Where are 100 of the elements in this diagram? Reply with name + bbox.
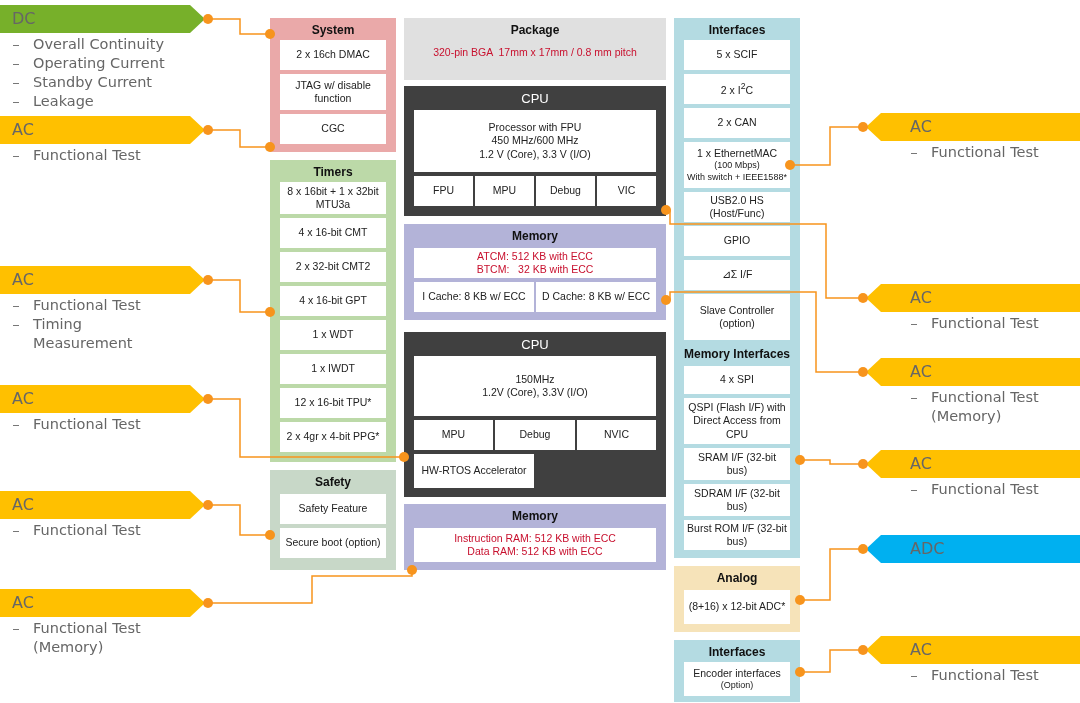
tag-heading: AC — [12, 593, 34, 612]
block-panel — [404, 332, 666, 497]
block-panel — [404, 504, 666, 570]
node-label: Debug — [519, 428, 551, 441]
feature-cell: Processor with FPU 450 MHz/600 MHz 1.2 V (Core), 3.3 V (I/O) — [414, 110, 656, 172]
feature-cell: GPIO — [684, 226, 790, 256]
node-label: Debug — [550, 184, 581, 197]
leader-line — [661, 205, 868, 303]
feature-cell: I Cache: 8 KB w/ ECC — [414, 282, 534, 312]
node-label: MPU — [441, 428, 466, 441]
tag-heading: AC — [910, 117, 932, 136]
block-panel — [674, 566, 800, 632]
feature-cell: Safety Feature — [280, 494, 386, 524]
tag-heading: AC — [12, 270, 34, 289]
block-panel — [404, 18, 666, 80]
leader-line — [795, 544, 868, 605]
panel-title: Package — [509, 23, 561, 37]
test-item: Functional Test — [931, 666, 1040, 685]
test-item: Functional Test — [33, 146, 142, 165]
panel-title: Memory Interfaces — [682, 347, 791, 361]
test-item: Functional Test — [931, 480, 1040, 499]
panel-title: Analog — [715, 571, 759, 585]
panel-title: Timers — [312, 165, 354, 179]
feature-cell: 2 x 4gr x 4-bit PPG* — [280, 422, 386, 452]
node-label: MPU — [492, 184, 517, 197]
test-item: Functional Test — [33, 415, 142, 434]
node-label: D Cache: 8 KB w/ ECC — [542, 290, 650, 303]
feature-cell: 2 x 32-bit CMT2 — [280, 252, 386, 282]
block-panel — [674, 640, 800, 702]
feature-cell: (8+16) x 12-bit ADC* — [684, 590, 790, 624]
feature-cell: D Cache: 8 KB w/ ECC — [536, 282, 656, 312]
test-item: Standby Current — [33, 73, 154, 92]
test-item: Functional Test — [931, 143, 1040, 162]
test-item: Leakage — [33, 92, 95, 111]
feature-cell: Encoder interfaces (Option) — [684, 662, 790, 696]
block-panel — [270, 18, 396, 152]
node-label: I Cache: 8 KB w/ ECC — [422, 290, 526, 303]
feature-cell: ATCM: 512 KB with ECC BTCM: 32 KB with ECC — [414, 248, 656, 278]
feature-cell: SDRAM I/F (32-bit bus) — [684, 484, 790, 516]
feature-cell: 4 x SPI — [684, 366, 790, 394]
feature-cell: 2 x CAN — [684, 108, 790, 138]
leader-line — [203, 500, 275, 540]
leader-line — [203, 125, 275, 152]
panel-title: CPU — [520, 337, 550, 352]
panel-title: Memory — [511, 229, 559, 243]
leader-line — [203, 394, 409, 462]
feature-cell: 5 x SCIF — [684, 40, 790, 70]
feature-cell: NVIC — [577, 420, 656, 450]
panel-title: Safety — [314, 475, 352, 489]
tag-heading: AC — [910, 362, 932, 381]
feature-cell: Burst ROM I/F (32-bit bus) — [684, 520, 790, 550]
feature-cell: 1 x EthernetMAC (100 Mbps) With switch + IEEE1588* — [684, 142, 790, 188]
node-label: NVIC — [603, 428, 630, 441]
leader-line — [795, 455, 868, 469]
feature-cell: FPU — [414, 176, 473, 206]
tag-heading: AC — [12, 495, 34, 514]
feature-cell: 2 x 16ch DMAC — [280, 40, 386, 70]
feature-cell: Debug — [495, 420, 575, 450]
feature-cell: 2 x I$^{2}$C — [684, 74, 790, 104]
feature-cell: SRAM I/F (32-bit bus) — [684, 448, 790, 480]
tag-heading: AC — [910, 640, 932, 659]
feature-cell: JTAG w/ disable function — [280, 74, 386, 110]
leader-line — [203, 275, 275, 317]
tag-heading: AC — [910, 288, 932, 307]
panel-title: Memory — [511, 509, 559, 523]
feature-cell: Secure boot (option) — [280, 528, 386, 558]
tag-heading: ADC — [910, 539, 945, 558]
leader-line — [203, 14, 275, 39]
tag-heading: AC — [12, 389, 34, 408]
feature-cell: Instruction RAM: 512 KB with ECC Data RAM: 512 KB with ECC — [414, 528, 656, 562]
tag-heading: AC — [12, 120, 34, 139]
feature-cell: Debug — [536, 176, 595, 206]
test-item: Operating Current — [33, 54, 165, 73]
block-panel — [674, 18, 800, 558]
panel-title: System — [310, 23, 356, 37]
leader-line — [661, 291, 868, 377]
panel-title: Interfaces — [707, 645, 767, 659]
test-item: Functional Test (Memory) — [33, 619, 142, 657]
node-label: FPU — [433, 184, 454, 197]
test-item: Timing Measurement — [33, 315, 134, 353]
feature-cell: 1 x IWDT — [280, 354, 386, 384]
tag-heading: AC — [910, 454, 932, 473]
feature-cell: VIC — [597, 176, 656, 206]
feature-cell: MPU — [414, 420, 493, 450]
feature-cell: MPU — [475, 176, 534, 206]
feature-cell: 4 x 16-bit CMT — [280, 218, 386, 248]
node-label: VIC — [617, 184, 636, 197]
feature-cell: 8 x 16bit + 1 x 32bit MTU3a — [280, 182, 386, 214]
leader-line — [795, 645, 868, 677]
feature-cell: 150MHz 1.2V (Core), 3.3V (I/O) — [414, 356, 656, 416]
test-item: Functional Test (Memory) — [931, 388, 1040, 426]
feature-cell: QSPI (Flash I/F) with Direct Access from CPU — [684, 398, 790, 444]
panel-title: CPU — [520, 91, 550, 106]
block-panel — [404, 86, 666, 216]
test-item: Functional Test — [33, 521, 142, 540]
test-item: Functional Test — [931, 314, 1040, 333]
feature-cell: ⊿Σ I/F — [684, 260, 790, 290]
block-panel — [270, 160, 396, 462]
block-panel — [270, 470, 396, 570]
feature-cell: 1 x WDT — [280, 320, 386, 350]
